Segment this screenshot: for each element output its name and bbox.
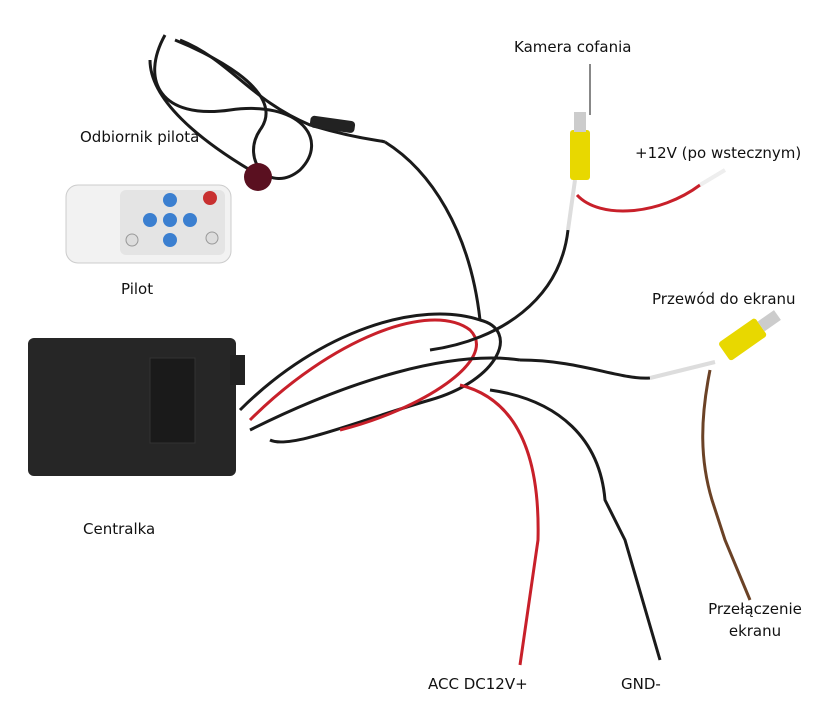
screen-rca-plug [719, 310, 781, 361]
receiver-plug [309, 115, 356, 133]
control-unit-box [28, 338, 245, 476]
label-control-unit: Centralka [83, 520, 156, 538]
label-remote-receiver: Odbiornik pilota [80, 128, 200, 146]
label-reverse-power: +12V (po wstecznym) [635, 144, 802, 162]
label-screen-switch: Przełączenie ekranu [700, 600, 810, 640]
label-screen-cable: Przewód do ekranu [652, 290, 796, 308]
label-screen-switch-line2: ekranu [728, 622, 782, 640]
camera-rca-plug [570, 112, 590, 180]
label-acc: ACC DC12V+ [428, 675, 528, 693]
label-camera: Kamera cofania [514, 38, 632, 56]
label-screen-switch-line1: Przełączenie [708, 600, 802, 618]
receiver-cable [148, 34, 482, 321]
label-remote: Pilot [121, 280, 154, 298]
remote-control [65, 184, 232, 264]
ir-receiver [244, 163, 272, 191]
label-gnd: GND- [621, 675, 661, 693]
